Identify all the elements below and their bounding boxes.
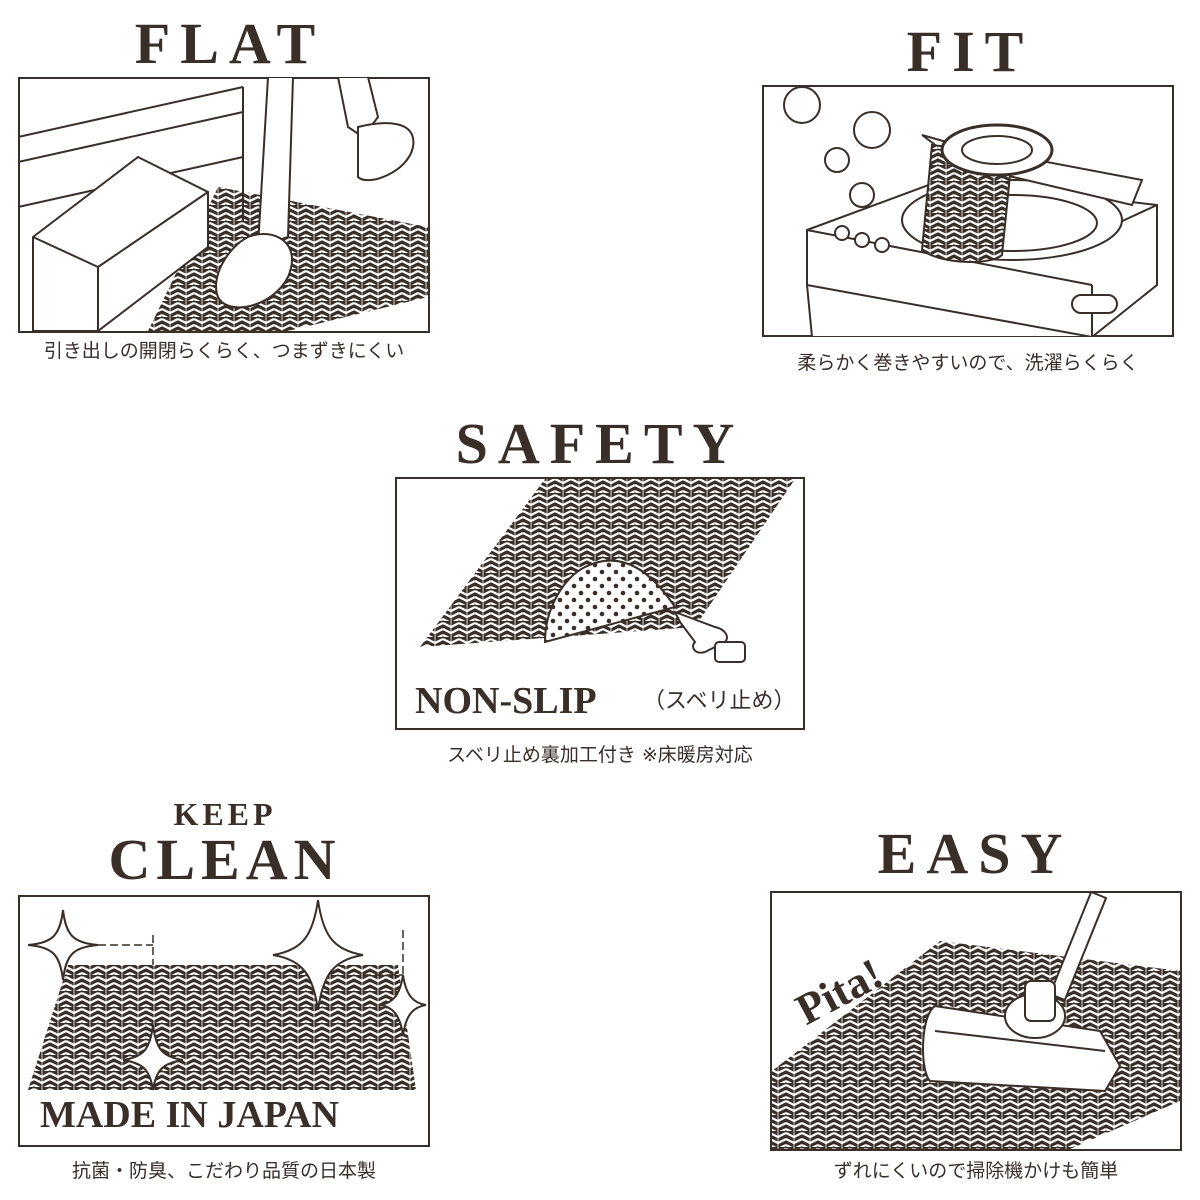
flat-title: FLAT bbox=[134, 11, 326, 76]
drawer-slipper-mat-illustration bbox=[18, 77, 430, 333]
non-slip-sub-label: （スベリ止め） bbox=[643, 689, 795, 714]
washing-machine-rolled-mat-illustration bbox=[762, 85, 1174, 337]
keep-clean-small-title: KEEP bbox=[173, 796, 277, 832]
fit-panel bbox=[762, 85, 1174, 337]
fit-caption: 柔らかく巻きやすいので、洗濯らくらく bbox=[797, 352, 1139, 374]
vacuum-on-mat-illustration: Pita! bbox=[770, 891, 1182, 1151]
non-slip-label: NON-SLIP bbox=[415, 680, 597, 722]
safety-caption: スベリ止め裏加工付き ※床暖房対応 bbox=[447, 744, 753, 766]
keep-clean-title: CLEAN bbox=[108, 827, 342, 892]
easy-title: EASY bbox=[877, 821, 1073, 886]
keep-clean-caption: 抗菌・防臭、こだわり品質の日本製 bbox=[71, 1160, 376, 1182]
keep-clean-panel: MADE IN JAPAN bbox=[18, 895, 430, 1147]
sparkling-mat-illustration: MADE IN JAPAN bbox=[18, 895, 430, 1147]
made-in-japan-label: MADE IN JAPAN bbox=[40, 1094, 339, 1136]
non-slip-backing-illustration: NON-SLIP （スベリ止め） bbox=[395, 477, 805, 730]
flat-panel bbox=[18, 77, 430, 333]
easy-caption: ずれにくいので掃除機かけも簡単 bbox=[833, 1160, 1119, 1182]
safety-panel: NON-SLIP （スベリ止め） bbox=[395, 477, 805, 730]
flat-caption: 引き出しの開閉らくらく、つまずきにくい bbox=[43, 340, 405, 362]
easy-panel: Pita! bbox=[770, 891, 1182, 1151]
fit-title: FIT bbox=[906, 19, 1034, 84]
safety-title: SAFETY bbox=[455, 411, 745, 476]
